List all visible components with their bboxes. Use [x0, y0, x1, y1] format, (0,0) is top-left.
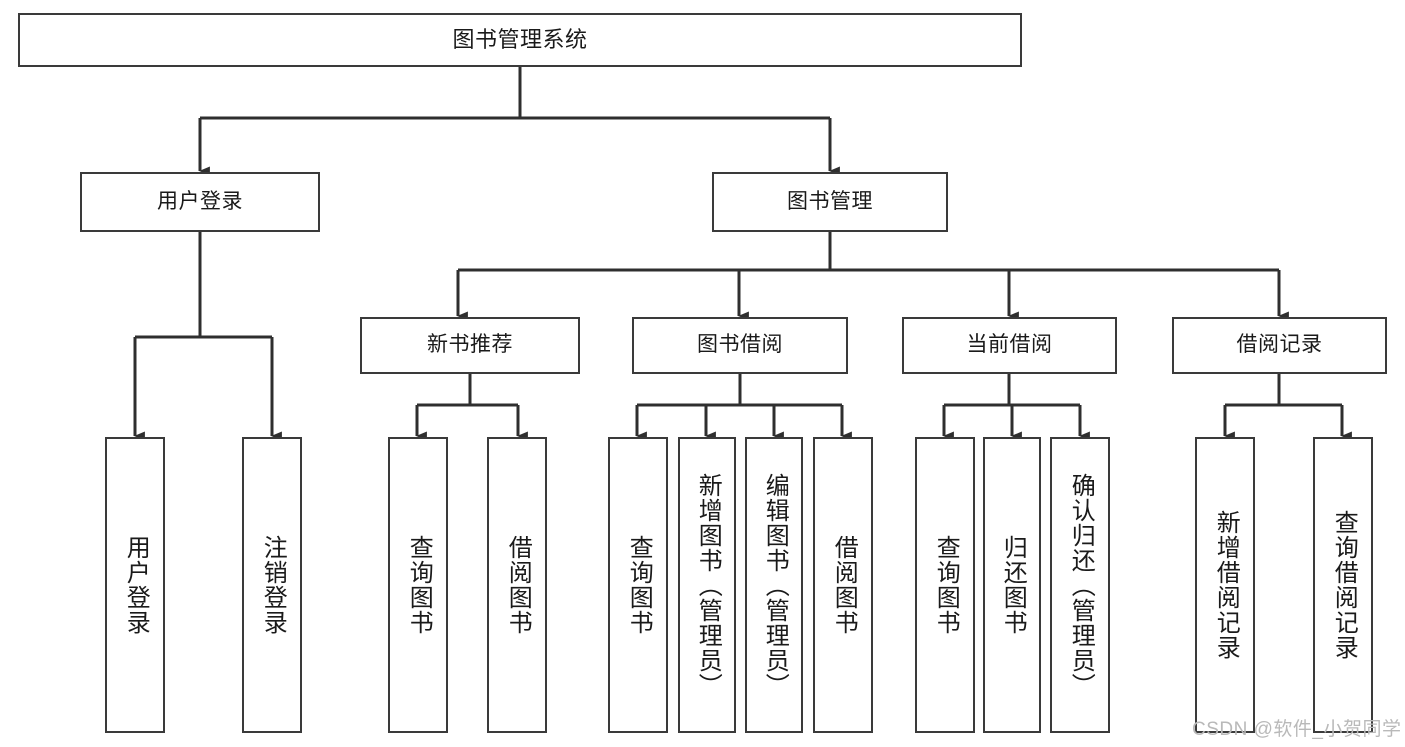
- node-leaf-10-确认归还管理员[interactable]: 确认归还（管理员）: [1050, 437, 1110, 733]
- node-l3-借阅记录[interactable]: 借阅记录: [1172, 317, 1387, 374]
- node-leaf-5-新增图书管理员-label: 新增图书（管理员）: [694, 472, 722, 698]
- node-leaf-1-注销登录-label: 注销登录: [259, 535, 287, 635]
- node-leaf-12-查询借阅记录[interactable]: 查询借阅记录: [1313, 437, 1373, 733]
- node-leaf-4-查询图书-label: 查询图书: [625, 535, 653, 635]
- node-l3-借阅记录-label: 借阅记录: [1236, 333, 1323, 357]
- node-leaf-11-新增借阅记录[interactable]: 新增借阅记录: [1195, 437, 1255, 733]
- node-leaf-3-借阅图书-label: 借阅图书: [504, 535, 532, 635]
- node-leaf-8-查询图书[interactable]: 查询图书: [915, 437, 975, 733]
- node-leaf-6-编辑图书管理员-label: 编辑图书（管理员）: [761, 472, 789, 698]
- node-l2-图书管理[interactable]: 图书管理: [712, 172, 948, 232]
- node-leaf-4-查询图书[interactable]: 查询图书: [608, 437, 668, 733]
- node-leaf-0-用户登录[interactable]: 用户登录: [105, 437, 165, 733]
- node-l3-图书借阅-label: 图书借阅: [697, 333, 783, 357]
- node-l3-当前借阅[interactable]: 当前借阅: [902, 317, 1117, 374]
- node-leaf-2-查询图书[interactable]: 查询图书: [388, 437, 448, 733]
- node-leaf-3-借阅图书[interactable]: 借阅图书: [487, 437, 547, 733]
- node-l2-用户登录[interactable]: 用户登录: [80, 172, 320, 232]
- node-l3-当前借阅-label: 当前借阅: [966, 333, 1053, 357]
- node-leaf-9-归还图书[interactable]: 归还图书: [983, 437, 1041, 733]
- node-l2-图书管理-label: 图书管理: [787, 189, 873, 213]
- node-leaf-12-查询借阅记录-label: 查询借阅记录: [1330, 510, 1358, 660]
- node-root-图书管理系统[interactable]: 图书管理系统: [18, 13, 1022, 67]
- node-leaf-6-编辑图书管理员[interactable]: 编辑图书（管理员）: [745, 437, 803, 733]
- node-leaf-0-用户登录-label: 用户登录: [122, 535, 150, 635]
- node-l2-用户登录-label: 用户登录: [157, 189, 243, 213]
- csdn-watermark: CSDN @软件_小贺同学: [1192, 719, 1402, 740]
- node-leaf-5-新增图书管理员[interactable]: 新增图书（管理员）: [678, 437, 736, 733]
- node-leaf-8-查询图书-label: 查询图书: [932, 535, 960, 635]
- node-l3-新书推荐-label: 新书推荐: [427, 333, 513, 357]
- node-leaf-11-新增借阅记录-label: 新增借阅记录: [1212, 510, 1240, 660]
- node-l3-图书借阅[interactable]: 图书借阅: [632, 317, 848, 374]
- node-l3-新书推荐[interactable]: 新书推荐: [360, 317, 580, 374]
- node-leaf-9-归还图书-label: 归还图书: [999, 535, 1027, 635]
- node-leaf-2-查询图书-label: 查询图书: [405, 535, 433, 635]
- node-leaf-1-注销登录[interactable]: 注销登录: [242, 437, 302, 733]
- node-leaf-7-借阅图书[interactable]: 借阅图书: [813, 437, 873, 733]
- node-leaf-10-确认归还管理员-label: 确认归还（管理员）: [1067, 472, 1095, 698]
- node-root-图书管理系统-label: 图书管理系统: [452, 27, 588, 53]
- node-leaf-7-借阅图书-label: 借阅图书: [830, 535, 858, 635]
